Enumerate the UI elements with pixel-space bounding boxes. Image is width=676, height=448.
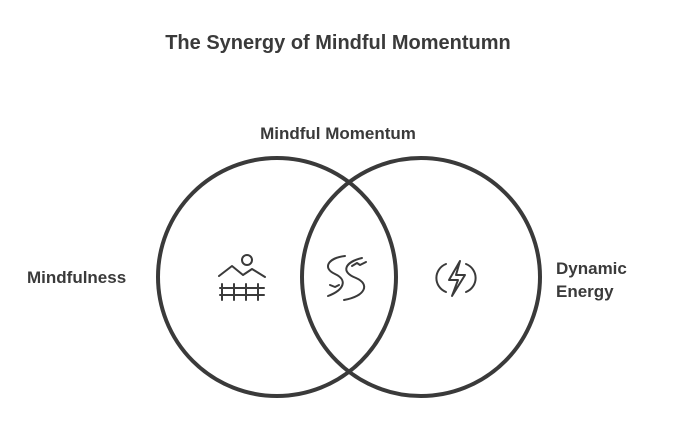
intersection-label: Mindful Momentum bbox=[260, 124, 416, 143]
lightning-cycle-icon bbox=[435, 260, 477, 297]
winding-river-icon bbox=[327, 255, 367, 301]
landscape-fence-icon bbox=[218, 254, 266, 301]
mindfulness-circle bbox=[156, 156, 398, 398]
dynamic-energy-circle bbox=[300, 156, 542, 398]
mindfulness-label: Mindfulness bbox=[27, 268, 127, 287]
dynamic-energy-line1: Dynamic bbox=[556, 259, 627, 278]
dynamic-energy-line2: Energy bbox=[556, 282, 614, 301]
diagram-title: The Synergy of Mindful Momentumn bbox=[165, 32, 511, 54]
